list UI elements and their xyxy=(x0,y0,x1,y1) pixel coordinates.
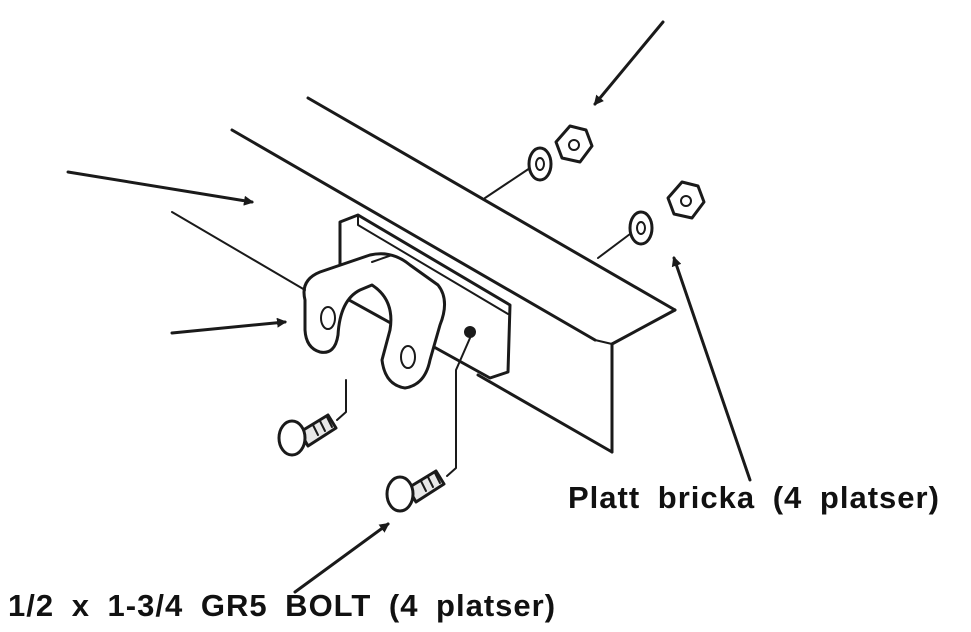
arrow-rail xyxy=(66,170,254,206)
nut-upper xyxy=(554,124,594,164)
flat-washer-label: Platt bricka (4 platser) xyxy=(568,480,940,515)
arrow-nut xyxy=(593,20,665,106)
flat-washer-lower xyxy=(628,210,654,246)
arrow-bolt xyxy=(293,522,390,594)
arrow-clevis xyxy=(170,317,287,335)
angle-iron-rail xyxy=(230,96,677,454)
bolt-left xyxy=(277,379,347,457)
bolt-hole xyxy=(464,326,476,338)
bolt-label: 1/2 x 1-3/4 GR5 BOLT (4 platser) xyxy=(8,588,557,623)
arrow-washer xyxy=(671,256,752,482)
leader-line-plate xyxy=(171,211,306,291)
pointer-arrows xyxy=(66,20,752,594)
clevis-hole-right xyxy=(400,345,416,369)
clevis-bracket xyxy=(302,252,446,390)
nut-lower xyxy=(666,180,706,220)
clevis-hole-left xyxy=(320,306,336,330)
lower-fastener xyxy=(597,180,706,259)
upper-fastener xyxy=(484,124,594,199)
bolt-right xyxy=(385,337,471,513)
flat-washer-upper xyxy=(527,146,553,182)
